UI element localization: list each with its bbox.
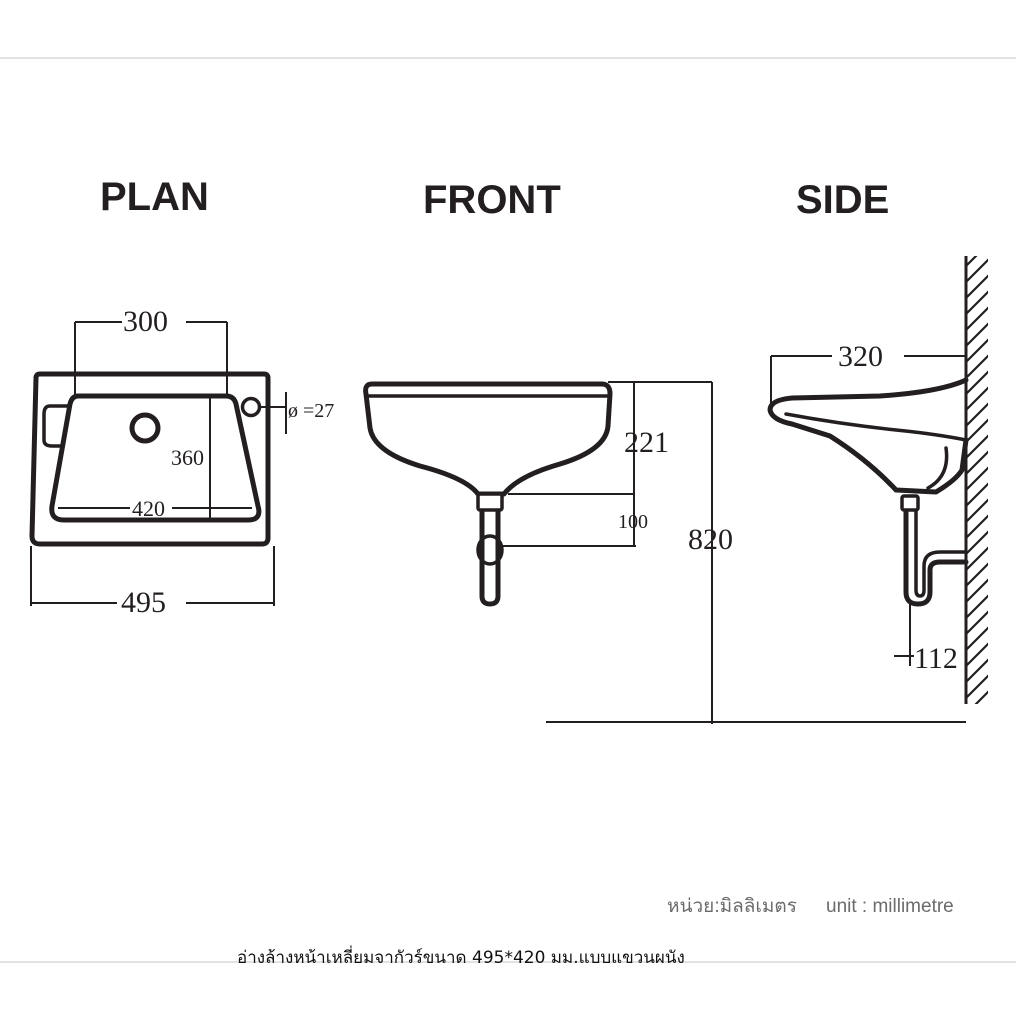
side-basin-profile [767,377,969,495]
side-dim-320-label: 320 [838,340,883,373]
plan-outer-outline [29,371,271,547]
wall-hatch [966,256,988,704]
plan-dim-360-label: 360 [171,445,204,470]
product-caption: อ่างล้างหน้าเหลี่ยมจากัวร์ขนาด 495*420 ม… [237,945,685,968]
front-view: 221 100 820 [363,381,966,724]
side-dim-112-label: 112 [914,642,958,675]
front-dim-221-label: 221 [624,426,669,459]
plan-dim-420-label: 420 [132,496,165,521]
side-title: SIDE [796,178,889,222]
front-dim-100-label: 100 [618,511,648,533]
front-title: FRONT [423,178,561,222]
plan-tap-hole-label: ø =27 [288,400,334,422]
plan-dim-300-label: 300 [123,305,168,338]
front-waste-nut [476,492,504,512]
side-view: 320 112 [767,256,988,704]
plan-dim-495-label: 495 [121,586,166,619]
plan-tap-hole [240,396,262,418]
side-trap-pipe [903,509,969,607]
front-dim-820-label: 820 [688,523,733,556]
side-bowl-inner [784,412,968,442]
unit-note-english: unit : millimetre [826,896,954,917]
plan-title: PLAN [100,175,209,219]
front-waste-pipe [479,509,501,607]
plan-bowl-outline [49,393,262,523]
plan-view: ø =27 300 360 420 495 [29,305,334,619]
plan-drain-circle [129,412,161,444]
side-bowl-curve [926,446,949,490]
unit-note-thai: หน่วย:มิลลิเมตร [667,896,797,917]
plan-overflow-slot [42,404,72,448]
front-basin-body [363,381,613,497]
side-trap-pipe-inner [914,510,968,598]
front-trap-bend [476,534,504,566]
side-waste-nut [900,494,920,512]
